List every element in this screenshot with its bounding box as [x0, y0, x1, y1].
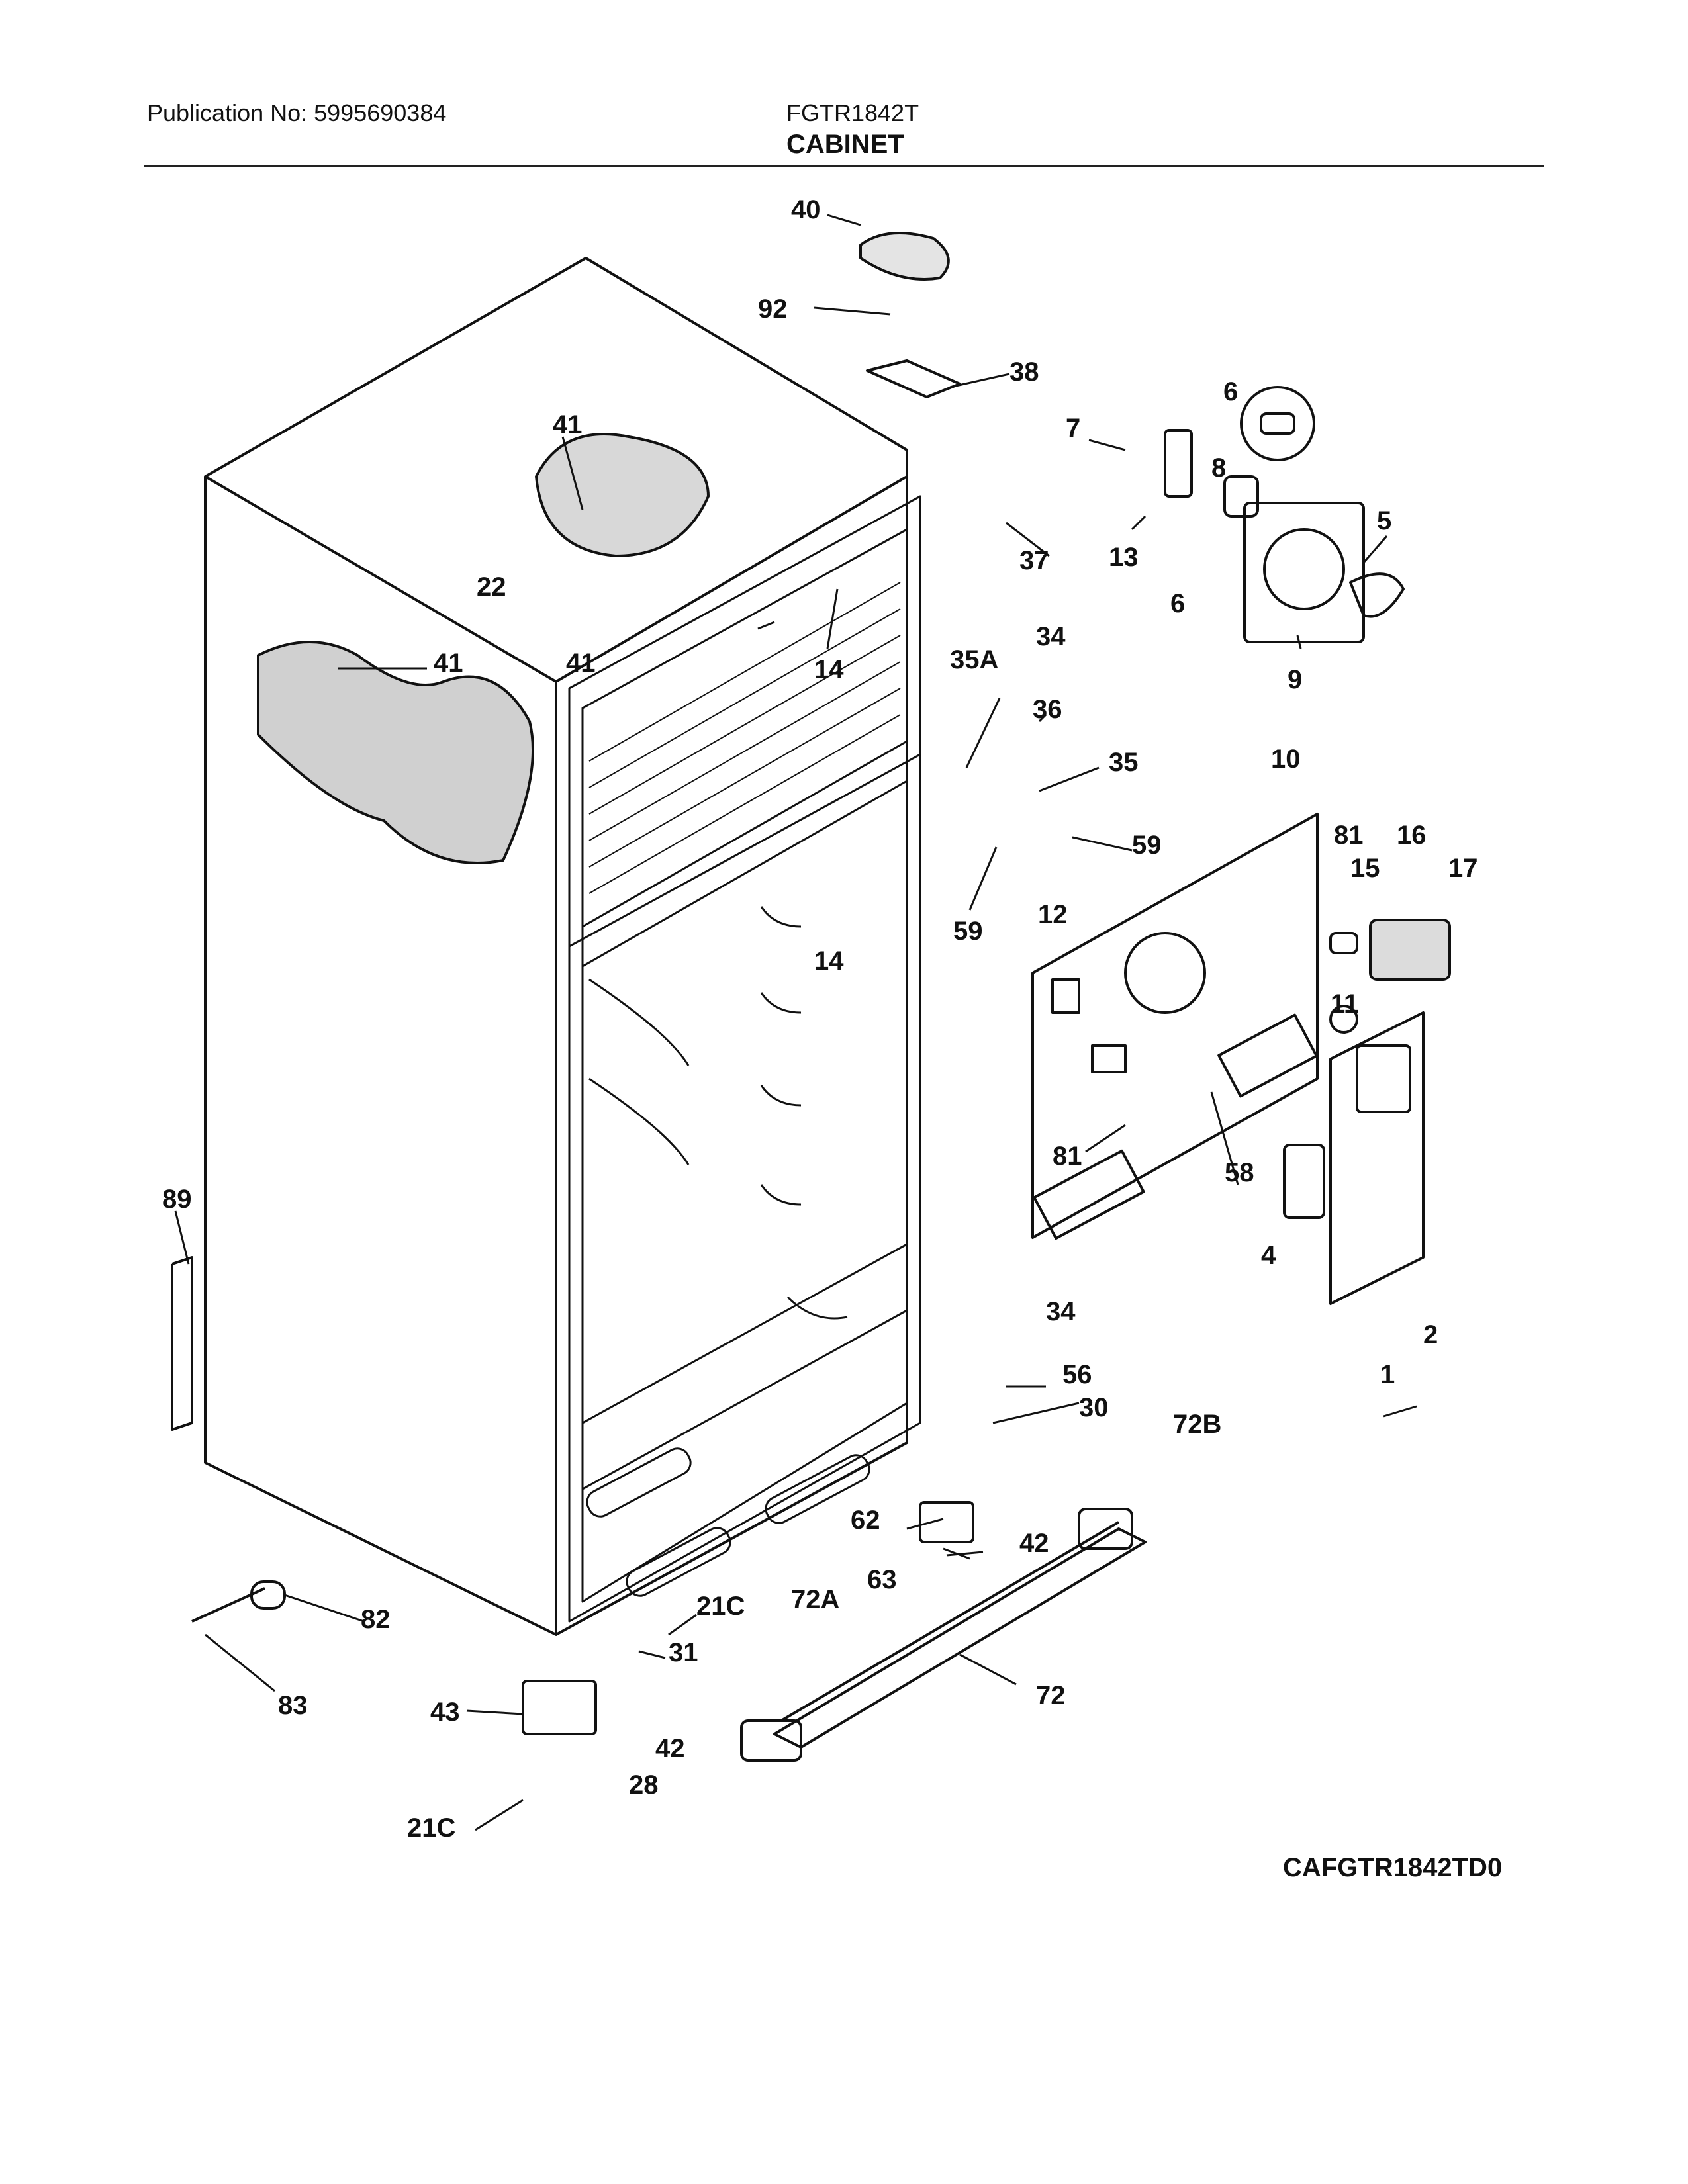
- callout-21C: 21C: [696, 1592, 745, 1621]
- callout-22: 22: [477, 572, 506, 602]
- toe-grille: [740, 1508, 1147, 1762]
- side-bracket: [171, 1256, 193, 1431]
- cabinet-body: [204, 257, 921, 1636]
- callout-83: 83: [278, 1691, 308, 1720]
- callout-59: 59: [1132, 831, 1162, 860]
- callout-56: 56: [1062, 1360, 1092, 1389]
- callout-2: 2: [1423, 1320, 1438, 1349]
- callout-41: 41: [566, 649, 596, 678]
- callout-63: 63: [867, 1565, 897, 1594]
- callout-14: 14: [814, 946, 844, 976]
- callout-9: 9: [1288, 665, 1302, 694]
- callout-92: 92: [758, 295, 788, 324]
- callout-72: 72: [1036, 1681, 1066, 1710]
- callout-59: 59: [953, 917, 983, 946]
- callout-41: 41: [553, 410, 583, 439]
- callout-81: 81: [1334, 821, 1364, 850]
- callout-89: 89: [162, 1185, 192, 1214]
- callout-82: 82: [361, 1605, 391, 1634]
- model-number: FGTR1842T: [786, 99, 919, 126]
- callout-11: 11: [1331, 989, 1358, 1019]
- control-housing: [1283, 1011, 1425, 1305]
- light-assembly: [1329, 919, 1451, 1034]
- callout-28: 28: [629, 1770, 659, 1799]
- callout-43: 43: [430, 1698, 460, 1727]
- callout-5: 5: [1377, 506, 1391, 535]
- side-insulation: [257, 641, 534, 864]
- callout-16: 16: [1397, 821, 1427, 850]
- top-hinge-cover: [859, 232, 961, 398]
- callout-4: 4: [1261, 1241, 1276, 1270]
- callout-15: 15: [1350, 854, 1380, 883]
- callout-37: 37: [1019, 546, 1049, 575]
- callout-34: 34: [1036, 622, 1066, 651]
- callout-41: 41: [434, 649, 463, 678]
- section-title: CABINET: [786, 130, 904, 159]
- door-supports: [588, 906, 848, 1320]
- callout-1: 1: [1380, 1360, 1395, 1389]
- callout-72A: 72A: [791, 1585, 839, 1614]
- callout-58: 58: [1225, 1158, 1254, 1187]
- callout-35: 35: [1109, 748, 1139, 777]
- callout-81: 81: [1053, 1142, 1082, 1171]
- callout-42: 42: [1019, 1529, 1049, 1558]
- callout-40: 40: [791, 195, 821, 224]
- header-rule: [144, 165, 1544, 167]
- top-cutout: [535, 433, 710, 557]
- callout-72B: 72B: [1173, 1410, 1221, 1439]
- callout-35A: 35A: [950, 645, 998, 674]
- callout-21C: 21C: [407, 1813, 455, 1843]
- callout-14: 14: [814, 655, 844, 684]
- callout-34: 34: [1046, 1297, 1076, 1326]
- callout-36: 36: [1033, 695, 1062, 724]
- callout-12: 12: [1038, 900, 1068, 929]
- callout-31: 31: [669, 1638, 698, 1667]
- evaporator-cover: [1031, 813, 1319, 1240]
- fan-motor-assembly: [1164, 386, 1405, 643]
- publication-number: Publication No: 5995690384: [147, 99, 447, 126]
- callout-8: 8: [1211, 453, 1226, 482]
- callout-6: 6: [1223, 377, 1238, 406]
- callout-13: 13: [1109, 543, 1139, 572]
- callout-6: 6: [1170, 589, 1185, 618]
- callout-10: 10: [1271, 745, 1301, 774]
- diagram-code: CAFGTR1842TD0: [1283, 1853, 1503, 1882]
- callout-17: 17: [1448, 854, 1478, 883]
- callout-62: 62: [851, 1506, 880, 1535]
- leader-lines: [174, 214, 1417, 1831]
- callout-7: 7: [1066, 414, 1080, 443]
- callout-42: 42: [655, 1734, 685, 1763]
- bottom-vents: [586, 1447, 870, 1597]
- callout-30: 30: [1079, 1393, 1109, 1422]
- callout-38: 38: [1009, 357, 1039, 387]
- freezer-shelf: [588, 582, 901, 894]
